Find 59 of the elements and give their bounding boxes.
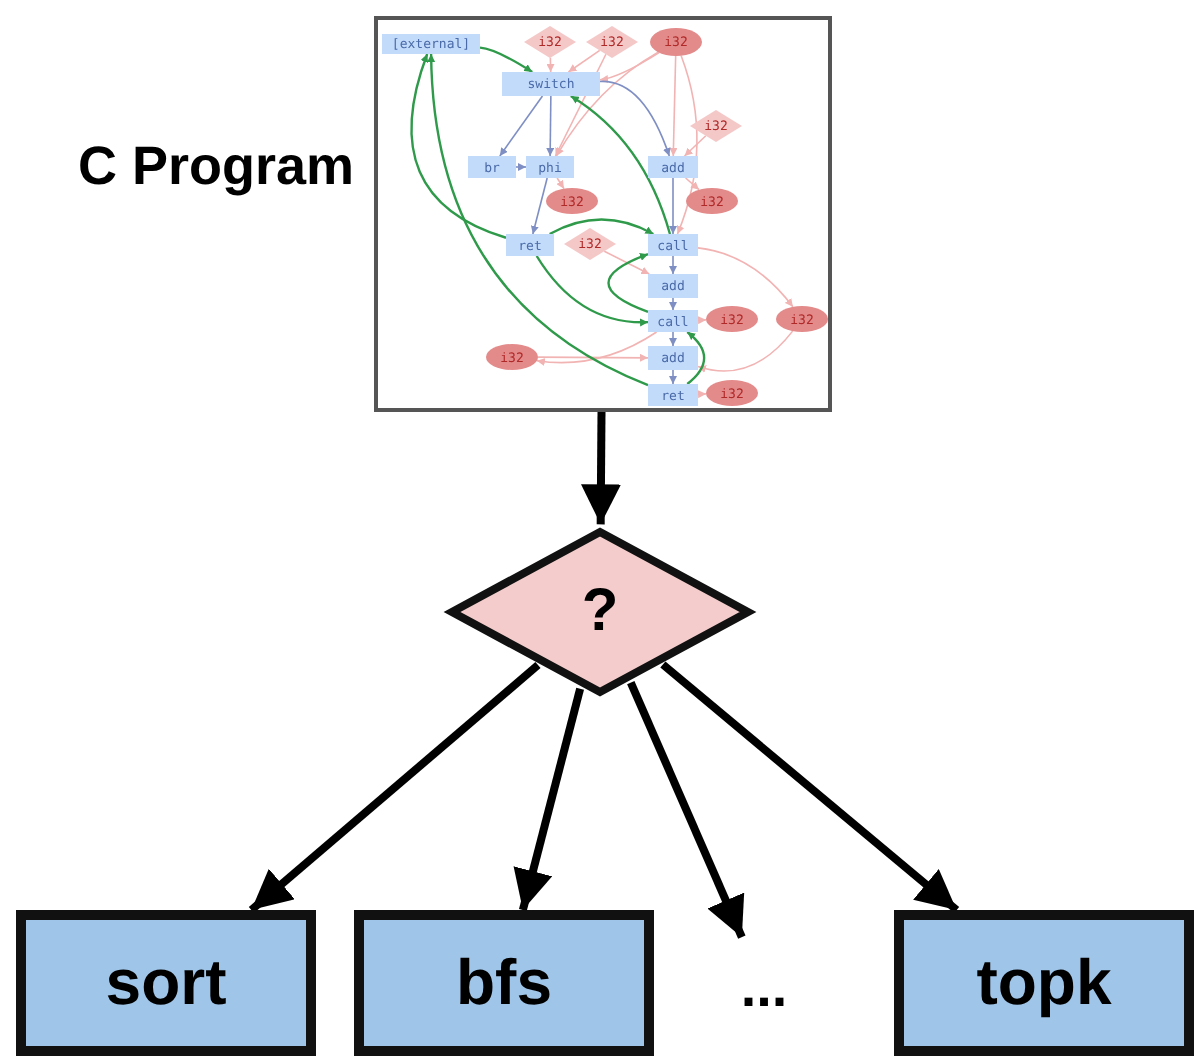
graph-edge xyxy=(410,53,507,239)
graph-edge xyxy=(684,177,700,191)
program-box xyxy=(354,910,654,1056)
graph-edge xyxy=(683,134,707,157)
instruction-box xyxy=(648,156,698,178)
graph-edge xyxy=(546,95,555,157)
graph-edge xyxy=(669,55,678,157)
graph-edge xyxy=(515,163,527,171)
graph-edge xyxy=(697,316,707,325)
graph-edge xyxy=(537,353,649,362)
node-label: ? xyxy=(581,578,619,646)
graph-edge xyxy=(697,330,794,373)
graph-edge xyxy=(427,53,649,387)
graph-edge xyxy=(599,51,660,83)
graph-edge xyxy=(669,331,677,347)
graph-edge xyxy=(499,95,544,157)
graph-edge xyxy=(697,390,707,399)
instruction-box xyxy=(648,274,698,298)
graph-edge xyxy=(556,177,565,190)
instruction-box xyxy=(506,234,554,256)
graph-edge xyxy=(549,218,654,236)
graph-edge xyxy=(479,46,533,73)
graph-edge xyxy=(530,177,548,235)
graph-edge xyxy=(535,255,648,327)
instruction-box xyxy=(468,156,516,178)
instruction-box xyxy=(526,156,574,178)
graph-edge xyxy=(686,331,706,385)
graph-edge xyxy=(555,51,659,157)
graph-edge xyxy=(669,255,677,275)
node-label: ... xyxy=(740,956,788,1020)
arrow xyxy=(248,661,541,914)
graph-edge xyxy=(546,56,555,73)
node-label: bfs xyxy=(456,946,552,1020)
graph-edge xyxy=(669,369,677,385)
graph-edge xyxy=(607,253,649,313)
program-box xyxy=(894,910,1194,1056)
graph-edge xyxy=(599,80,671,157)
graph-edge xyxy=(536,331,658,366)
instruction-box xyxy=(648,346,698,370)
instruction-box xyxy=(648,310,698,332)
graph-edge xyxy=(570,95,672,235)
graph-edge xyxy=(567,49,601,73)
instruction-box xyxy=(502,72,600,96)
arrow xyxy=(513,687,584,911)
node-caption: C Program xyxy=(77,136,354,198)
node-label: sort xyxy=(105,946,227,1020)
graph-edge xyxy=(697,247,794,308)
instruction-box xyxy=(648,234,698,256)
arrow xyxy=(580,411,621,525)
program-box xyxy=(16,910,316,1056)
graph-edge xyxy=(669,177,677,235)
arrow xyxy=(627,681,746,939)
graph-edge xyxy=(603,250,651,275)
instruction-box xyxy=(648,384,698,406)
instruction-box xyxy=(382,34,480,54)
graph-edge xyxy=(669,297,677,311)
graph-panel xyxy=(374,16,832,412)
node-label: topk xyxy=(976,946,1112,1020)
arrow xyxy=(660,661,960,914)
